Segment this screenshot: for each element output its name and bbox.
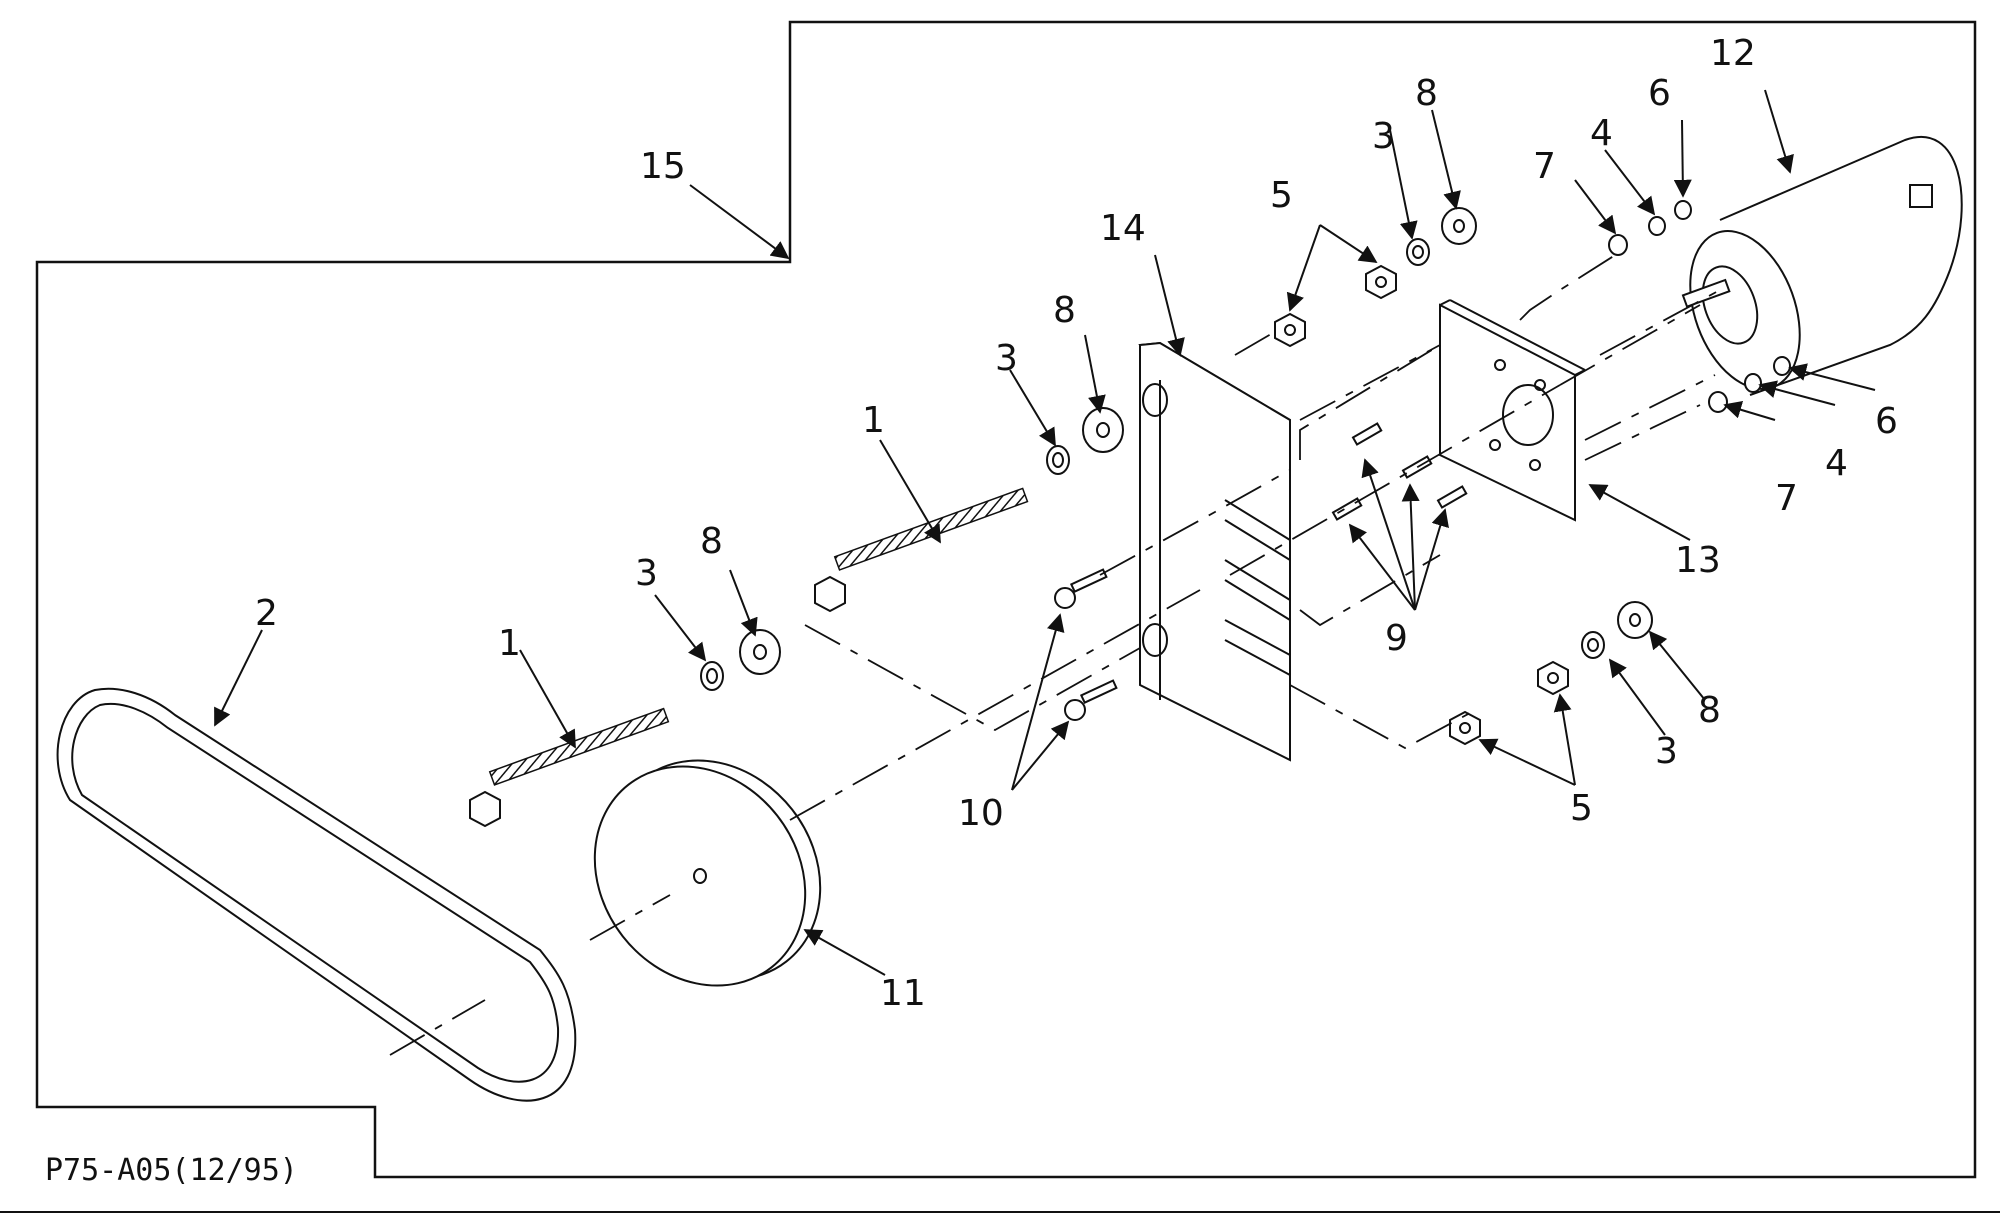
screw-10b	[1064, 679, 1118, 721]
lockwasher-upper	[1046, 445, 1070, 475]
nut-upper-b	[1365, 264, 1397, 300]
label-4-right: 4	[1825, 443, 1848, 484]
flatwasher-upper	[1082, 407, 1124, 453]
screw-9d	[1436, 485, 1468, 509]
lockwasher-lower	[700, 661, 724, 691]
screw-9a	[1351, 422, 1383, 446]
label-8-mid: 8	[1053, 290, 1076, 331]
pulley	[593, 759, 822, 987]
label-6-top: 6	[1648, 73, 1671, 114]
screw-9c	[1331, 497, 1363, 521]
electric-motor	[1681, 136, 1963, 396]
assembly-center-lines	[389, 251, 1721, 1056]
label-3-mid: 3	[995, 338, 1018, 379]
housing-frame-outline	[35, 20, 1977, 1179]
drive-belt	[56, 687, 577, 1102]
label-8-lower: 8	[700, 521, 723, 562]
drawing-code: P75-A05(12/95)	[45, 1153, 298, 1188]
label-2: 2	[255, 593, 278, 634]
label-10: 10	[958, 793, 1004, 834]
lockwasher-4-top	[1648, 216, 1666, 236]
nut-lower-a	[1449, 710, 1481, 746]
screw-10a	[1054, 568, 1108, 609]
motor-adapter-plate	[1439, 299, 1586, 522]
nut-upper-a	[1274, 312, 1306, 348]
flatwasher-lower	[739, 629, 781, 675]
label-1-lower: 1	[498, 623, 521, 664]
label-3-lower: 3	[635, 553, 658, 594]
label-5-top: 5	[1270, 175, 1293, 216]
label-7-right: 7	[1775, 478, 1798, 519]
label-15: 15	[640, 146, 686, 187]
label-7-top: 7	[1533, 146, 1556, 187]
label-13: 13	[1675, 540, 1721, 581]
nut-6-top	[1674, 200, 1692, 220]
bolt-lower	[469, 707, 670, 828]
label-11: 11	[880, 973, 926, 1014]
nut-lower-b	[1537, 660, 1569, 696]
lockwasher-upper-right	[1406, 238, 1430, 266]
washer-7-bottom	[1708, 391, 1728, 413]
flatwasher-lower-right	[1617, 601, 1653, 639]
label-3-bottom: 3	[1655, 731, 1678, 772]
label-1-upper: 1	[862, 400, 885, 441]
callout-arrows	[214, 89, 1876, 976]
label-8-top: 8	[1415, 73, 1438, 114]
label-14: 14	[1100, 208, 1146, 249]
label-6-right: 6	[1875, 401, 1898, 442]
washer-7-top	[1608, 234, 1628, 256]
label-3-top: 3	[1372, 116, 1395, 157]
label-8-bottom: 8	[1698, 690, 1721, 731]
nut-6-bottom	[1773, 356, 1791, 376]
lockwasher-lower-right	[1581, 631, 1605, 659]
label-4-top: 4	[1590, 113, 1613, 154]
motor-mount-bracket	[1138, 341, 1291, 762]
label-12: 12	[1710, 33, 1756, 74]
label-9: 9	[1385, 618, 1408, 659]
flatwasher-upper-right	[1441, 207, 1477, 245]
lockwasher-4-bottom	[1744, 373, 1762, 393]
bolt-upper	[814, 487, 1029, 613]
label-5-bottom: 5	[1570, 788, 1593, 829]
